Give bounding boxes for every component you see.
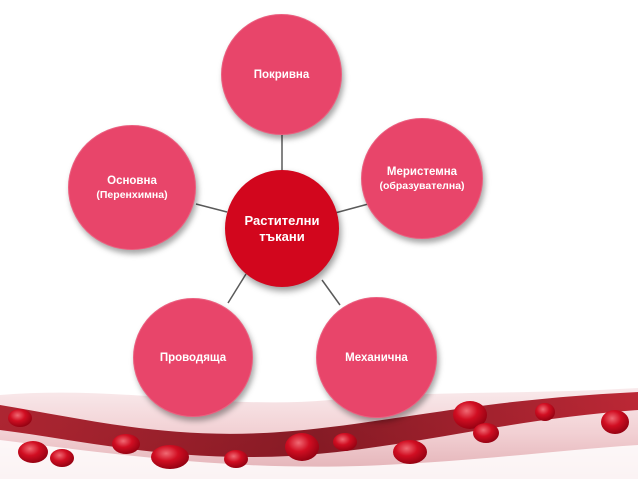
center-label-line1: Растителни	[244, 212, 320, 228]
blood-cell-icon	[601, 410, 629, 434]
connector-right	[334, 202, 373, 214]
blood-cell-icon	[18, 441, 48, 463]
connector-bottom-right	[321, 279, 341, 306]
blood-cell-icon	[535, 403, 555, 421]
node-pokrivna: Покривна	[221, 14, 342, 135]
connector-left	[195, 203, 228, 213]
blood-cell-icon	[151, 445, 189, 469]
node-provodyashta: Проводяща	[133, 298, 253, 417]
blood-cell-icon	[50, 449, 74, 467]
blood-cell-icon	[333, 433, 357, 451]
center-node: Растителни тъкани	[225, 170, 339, 287]
node-meristemna: Меристемна (образувателна)	[361, 118, 483, 239]
center-label-line2: тъкани	[259, 228, 305, 244]
blood-cell-icon	[473, 423, 499, 443]
blood-cell-icon	[393, 440, 427, 464]
blood-cells	[8, 401, 629, 469]
node-label: Покривна	[253, 68, 310, 81]
node-mehanichna: Механична	[316, 297, 437, 418]
connector-bottom-left	[227, 273, 247, 304]
node-label: Меристемна	[386, 165, 458, 178]
node-sublabel: (образувателна)	[379, 179, 465, 192]
blood-cell-icon	[8, 409, 32, 427]
blood-cell-icon	[224, 450, 248, 468]
blood-cell-icon	[453, 401, 487, 429]
blood-cell-icon	[112, 434, 140, 454]
node-label: Механична	[345, 351, 408, 364]
node-sublabel: (Перенхимна)	[96, 188, 168, 201]
blood-cell-icon	[285, 433, 319, 461]
node-label: Основна	[107, 174, 157, 187]
node-osnovna: Основна (Перенхимна)	[68, 125, 196, 250]
node-label: Проводяща	[159, 351, 227, 364]
